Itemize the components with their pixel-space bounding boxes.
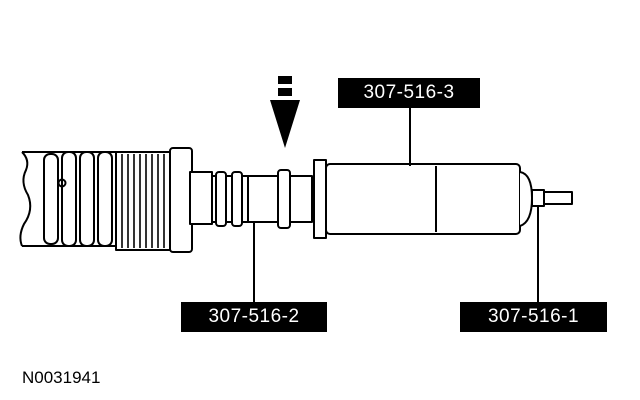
installer-tube-tool [313, 159, 533, 239]
callout-tool-307-516-2: 307-516-2 [181, 302, 327, 332]
callout-tool-307-516-3: 307-516-3 [338, 78, 480, 108]
seal-installer-tool [211, 169, 313, 229]
forcing-screw-tool [531, 189, 573, 207]
callout-tool-307-516-1: 307-516-1 [460, 302, 607, 332]
down-arrow-icon [270, 76, 300, 148]
transmission-shaft [19, 147, 213, 253]
figure-id: N0031941 [22, 368, 101, 387]
